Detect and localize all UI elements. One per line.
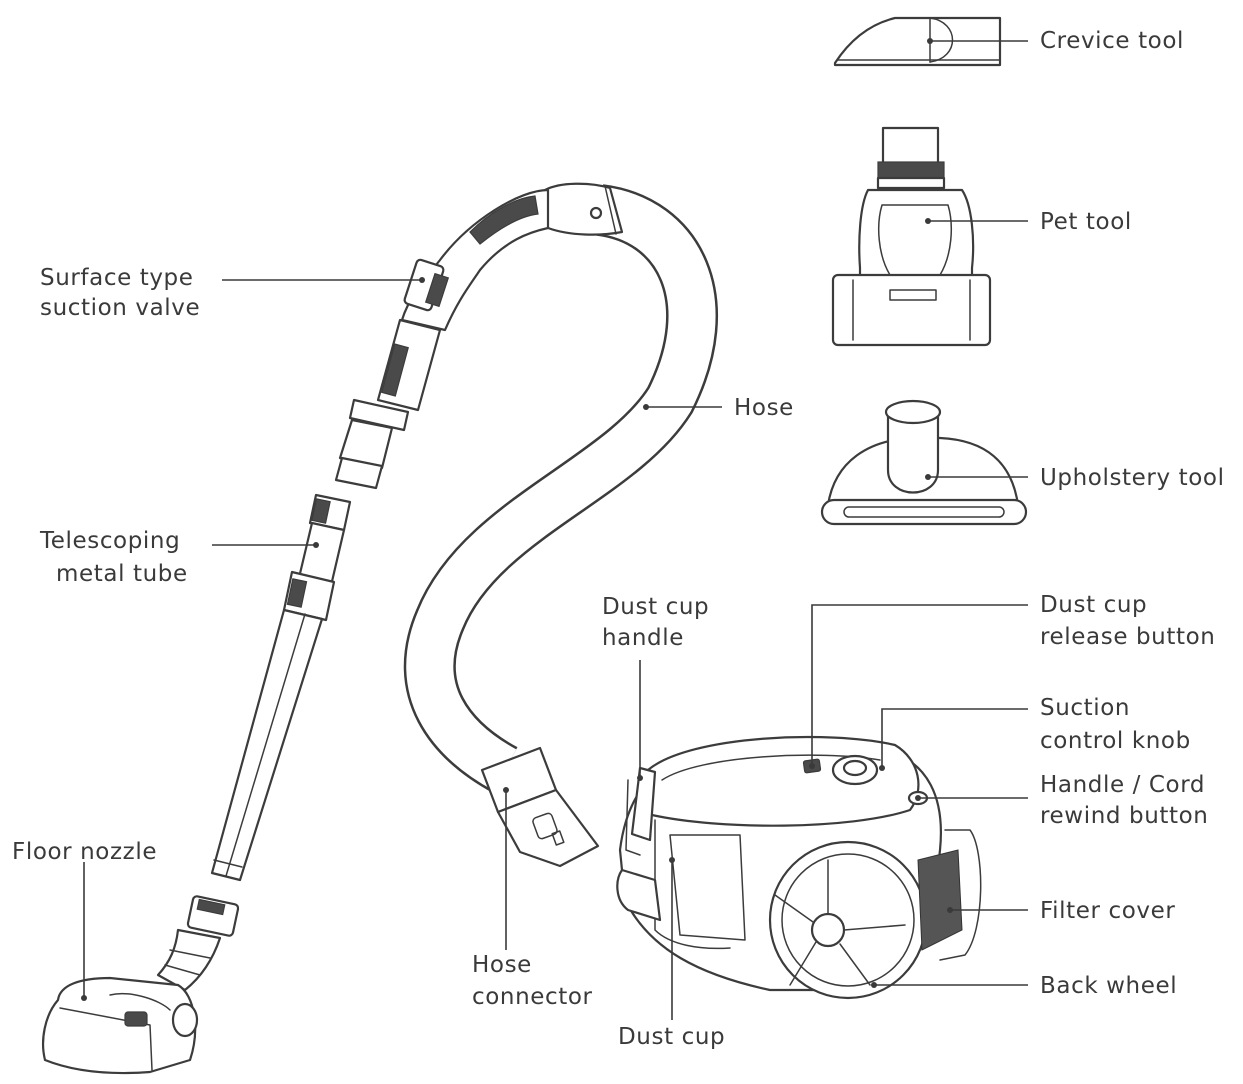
label-suction-knob-line1: Suction: [1040, 695, 1130, 721]
label-hose: Hose: [734, 395, 794, 421]
label-hose-connector-line2: connector: [472, 984, 593, 1010]
label-dust-cup: Dust cup: [618, 1024, 725, 1050]
label-upholstery-tool: Upholstery tool: [1040, 465, 1225, 491]
label-floor-nozzle: Floor nozzle: [12, 839, 157, 865]
hose: [403, 184, 719, 868]
label-surface-valve-line2: suction valve: [40, 295, 200, 321]
label-pet-tool: Pet tool: [1040, 209, 1132, 235]
label-telescoping-line1: Telescoping: [39, 528, 180, 554]
hose-handle: [334, 182, 624, 490]
label-suction-knob-line2: control knob: [1040, 728, 1191, 754]
label-release-button-line2: release button: [1040, 624, 1215, 650]
telescoping-metal-tube: [210, 493, 352, 882]
label-cord-rewind-line2: rewind button: [1040, 803, 1208, 829]
label-hose-connector-line1: Hose: [472, 952, 532, 978]
hose-connector: [480, 746, 600, 868]
label-back-wheel: Back wheel: [1040, 973, 1177, 999]
label-telescoping-line2: metal tube: [56, 561, 188, 587]
label-release-button-line1: Dust cup: [1040, 592, 1147, 618]
upholstery-tool: [820, 399, 1028, 526]
floor-nozzle: [42, 895, 240, 1075]
label-crevice-tool: Crevice tool: [1040, 28, 1184, 54]
label-dust-cup-handle-line1: Dust cup: [602, 594, 709, 620]
label-dust-cup-handle-line2: handle: [602, 625, 684, 651]
label-surface-valve-line1: Surface type: [40, 265, 194, 291]
vacuum-body: [616, 735, 982, 1000]
label-filter-cover: Filter cover: [1040, 898, 1175, 924]
leader-lines: [81, 38, 1028, 1020]
labels: Crevice tool Pet tool Upholstery tool Ho…: [12, 28, 1225, 1050]
pet-tool: [831, 126, 992, 347]
label-cord-rewind-line1: Handle / Cord: [1040, 772, 1205, 798]
